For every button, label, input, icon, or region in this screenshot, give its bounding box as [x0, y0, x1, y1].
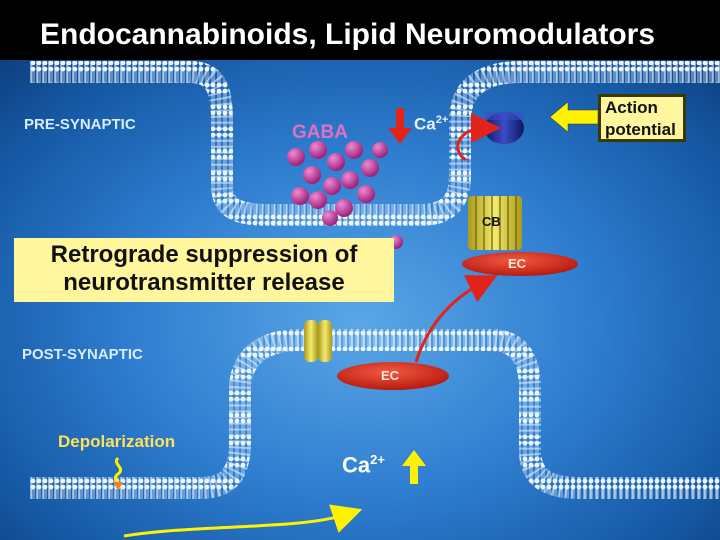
- title-bar: Endocannabinoids, Lipid Neuromodulators: [0, 0, 720, 60]
- calcium-channel-pre: [484, 112, 524, 144]
- retrograde-line2: neurotransmitter release: [63, 269, 345, 296]
- post-synaptic-channel: [304, 320, 332, 362]
- yellow-left-arrow-icon: [549, 101, 599, 133]
- ca-bottom-label: Ca2+: [342, 452, 385, 478]
- ec-lower-label: EC: [381, 368, 400, 383]
- action-potential-callout: Action potential: [598, 94, 686, 142]
- gaba-vesicles: [287, 141, 403, 249]
- yellow-up-arrow-icon: [402, 450, 426, 484]
- ca-top-label: Ca2+: [414, 114, 449, 134]
- cb1-label: CB: [482, 214, 501, 229]
- retrograde-callout: Retrograde suppression of neurotransmitt…: [14, 238, 394, 302]
- pre-synaptic-label: PRE-SYNAPTIC: [24, 116, 136, 133]
- red-curved-arrow-icon: [414, 275, 498, 363]
- ec-upper-label: EC: [508, 256, 527, 271]
- gaba-label: GABA: [292, 122, 348, 143]
- red-hook-arrow-icon: [456, 113, 501, 162]
- cb1-receptor: [468, 196, 522, 250]
- post-synaptic-label: POST-SYNAPTIC: [22, 346, 143, 363]
- depolarization-label: Depolarization: [58, 432, 176, 451]
- ec-ellipse-upper: [462, 252, 578, 276]
- slide-title: Endocannabinoids, Lipid Neuromodulators: [40, 18, 656, 51]
- ec-ellipse-lower: [337, 362, 449, 390]
- action-potential-line2: potential: [605, 120, 676, 139]
- action-potential-line1: Action: [605, 98, 658, 117]
- red-down-arrow-icon: [388, 108, 412, 144]
- retrograde-line1: Retrograde suppression of: [50, 241, 358, 268]
- yellow-curved-arrow-icon: [123, 504, 363, 538]
